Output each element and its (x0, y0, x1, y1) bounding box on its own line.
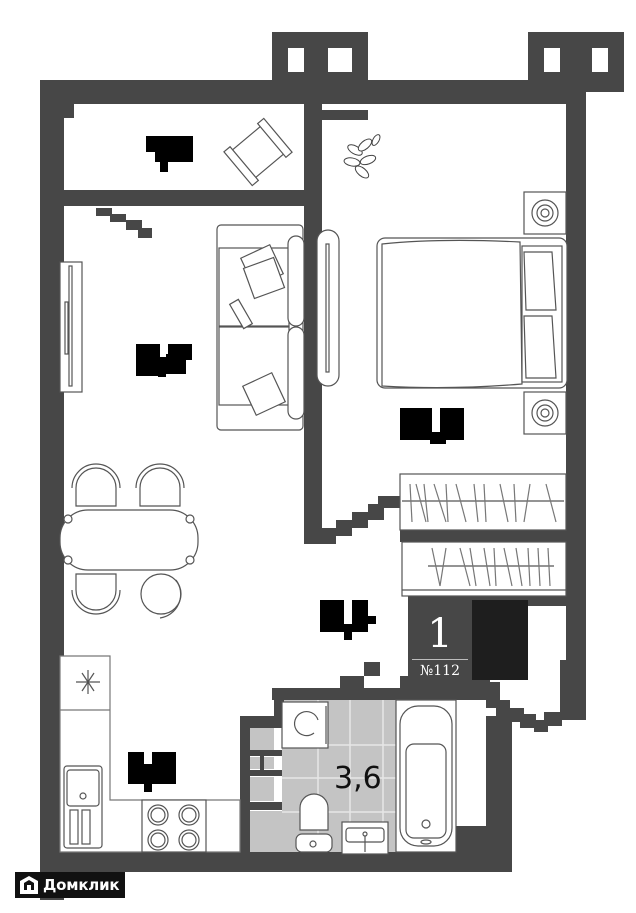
bed-icon (376, 237, 568, 389)
fridge-icon (76, 670, 100, 694)
room-area-living-redacted (136, 344, 160, 376)
room-area-hallway-redacted (366, 616, 376, 624)
toilet-icon (295, 793, 333, 853)
room-area-kitchen-redacted (144, 764, 152, 792)
door-panel-icon (316, 229, 340, 387)
room-area-bathroom: 3,6 (334, 761, 382, 796)
windows (288, 48, 608, 72)
room-area-hallway-redacted (320, 600, 344, 632)
apartment-badge: 1 №112 (408, 600, 472, 680)
room-area-kitchen-redacted (128, 752, 144, 784)
sink-icon (63, 765, 103, 849)
bathtub-icon (395, 699, 457, 853)
stove-icon (141, 799, 207, 853)
armchair-icon (223, 117, 293, 187)
room-area-living-redacted (158, 357, 166, 377)
sofa-icon (216, 224, 305, 431)
nightstand-lamp-icon (523, 391, 567, 435)
plant-icon (343, 134, 381, 179)
room-area-balcony-redacted (160, 160, 168, 172)
room-area-hallway-redacted (352, 600, 368, 632)
room-area-balcony-redacted (155, 136, 193, 162)
brand-name: Домклик (43, 876, 120, 894)
apartment-number: №112 (420, 663, 460, 679)
brand-logo: Домклик (15, 872, 126, 898)
dining-table-icon (59, 509, 199, 571)
tv-stand-icon (59, 261, 83, 393)
badge-divider (412, 659, 468, 660)
wardrobe-icon (401, 541, 567, 597)
house-logo-icon (20, 876, 38, 894)
room-area-bedroom-redacted (400, 408, 432, 440)
room-area-kitchen-redacted (152, 752, 176, 784)
washbasin-icon (341, 821, 389, 855)
washing-machine-icon (281, 701, 329, 749)
rooms-count: 1 (427, 611, 453, 657)
chair-icon (71, 463, 185, 619)
entrance-block (472, 600, 528, 680)
room-area-hallway-redacted (344, 624, 352, 640)
nightstand-lamp-icon (523, 191, 567, 235)
room-area-bedroom-redacted (430, 432, 446, 444)
wardrobe-icon (399, 473, 567, 531)
room-area-living-redacted (166, 354, 186, 374)
